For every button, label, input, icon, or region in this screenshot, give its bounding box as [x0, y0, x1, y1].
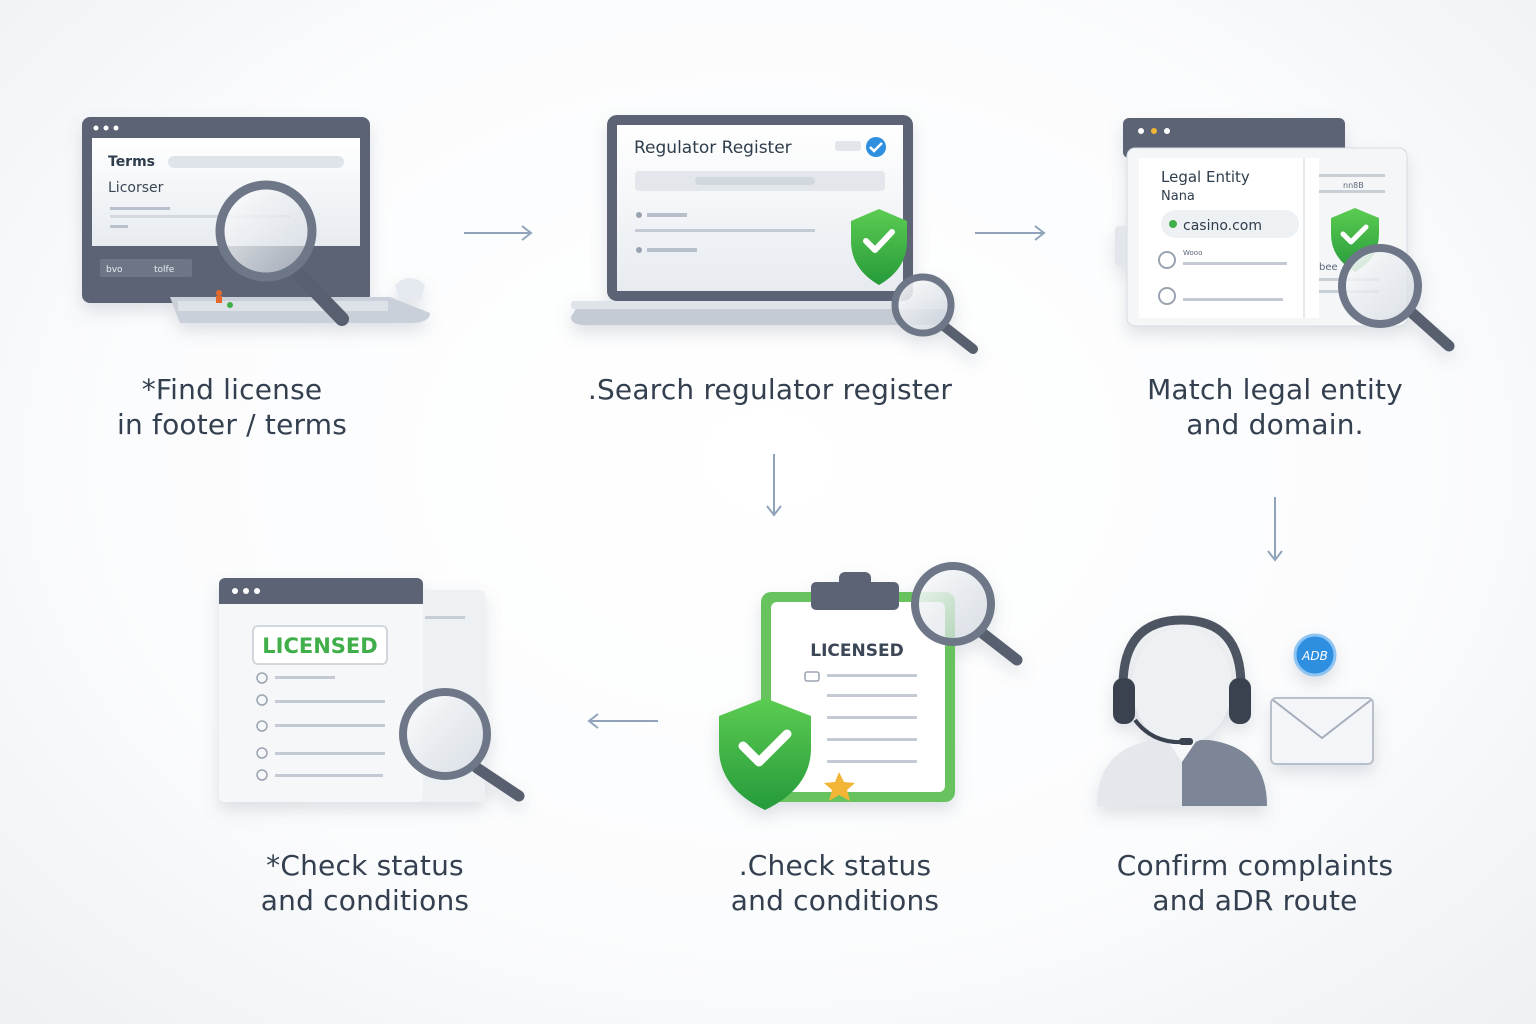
browser-window-icon: Legal Entity Nana casino.com Wooo nn8B b…	[1115, 118, 1408, 327]
envelope-icon	[1270, 697, 1374, 765]
laptop-footer-chip-b: tolfe	[154, 265, 175, 275]
laptop-icon: Regulator Register	[571, 115, 951, 325]
step-2-illustration: Regulator Register	[565, 105, 995, 365]
legal-entity-label: Legal Entity	[1161, 168, 1250, 186]
step-4-caption-line-1: Confirm complaints	[1116, 849, 1394, 882]
step-6-caption-line-2: and conditions	[260, 884, 470, 917]
step-1-caption: *Find license in footer / terms	[92, 372, 372, 442]
arrow-down-icon	[766, 454, 782, 517]
magnifier-icon	[399, 688, 525, 802]
arrow-down-icon	[1267, 497, 1283, 562]
arrow-right-icon	[464, 225, 533, 241]
shield-check-icon	[851, 209, 907, 285]
step-5-illustration: LICENSED	[705, 560, 1045, 815]
step-3-caption-line-1: Match legal entity	[1147, 373, 1403, 406]
step-3-illustration: Legal Entity Nana casino.com Wooo nn8B b…	[1105, 110, 1485, 360]
shield-check-icon	[719, 698, 811, 810]
step-1-illustration: bvo tolfe Terms Licorser	[70, 105, 470, 345]
step-2-caption-line-1: .Search regulator register	[587, 373, 953, 406]
pawn-icon	[216, 290, 233, 308]
domain-pill: casino.com	[1183, 218, 1262, 234]
step-6-caption-line-1: *Check status	[266, 849, 464, 882]
magnifier-icon	[911, 562, 1023, 666]
laptop-footer-chip-a: bvo	[106, 265, 123, 275]
license-text: Licorser	[108, 180, 164, 196]
small-label-c: bee	[1319, 262, 1338, 273]
magnifier-icon	[891, 273, 978, 354]
small-label-b: nn8B	[1343, 181, 1364, 190]
step-4-caption-line-2: and aDR route	[1152, 884, 1358, 917]
licensed-stamp: LICENSED	[810, 641, 903, 661]
licensed-stamp: LICENSED	[262, 634, 377, 658]
step-1-caption-line-2: in footer / terms	[117, 408, 347, 441]
step-6-caption: *Check status and conditions	[220, 848, 510, 918]
step-4-illustration: ADB	[1075, 600, 1405, 820]
step-1-caption-line-1: *Find license	[141, 373, 323, 406]
step-6-illustration: LICENSED	[205, 570, 545, 820]
arrow-right-icon	[975, 225, 1046, 241]
magnifier-icon	[1338, 244, 1455, 352]
step-5-caption-line-1: .Check status	[738, 849, 932, 882]
arrow-left-icon	[587, 713, 658, 729]
small-label-a: Wooo	[1183, 249, 1202, 257]
terms-link: Terms	[108, 154, 155, 170]
step-3-caption-line-2: and domain.	[1186, 408, 1364, 441]
step-2-caption: .Search regulator register	[580, 372, 960, 407]
step-4-caption: Confirm complaints and aDR route	[1095, 848, 1415, 918]
step-3-caption: Match legal entity and domain.	[1115, 372, 1435, 442]
star-icon	[824, 772, 855, 801]
magnifier-icon	[215, 180, 349, 326]
step-5-caption-line-2: and conditions	[730, 884, 940, 917]
support-agent-headset-icon	[1097, 615, 1267, 806]
step-5-caption: .Check status and conditions	[690, 848, 980, 918]
adr-badge-text: ADB	[1301, 649, 1328, 663]
regulator-register-title: Regulator Register	[634, 138, 792, 158]
entity-name-label: Nana	[1161, 189, 1195, 204]
badge-icon: ADB	[1293, 633, 1337, 677]
